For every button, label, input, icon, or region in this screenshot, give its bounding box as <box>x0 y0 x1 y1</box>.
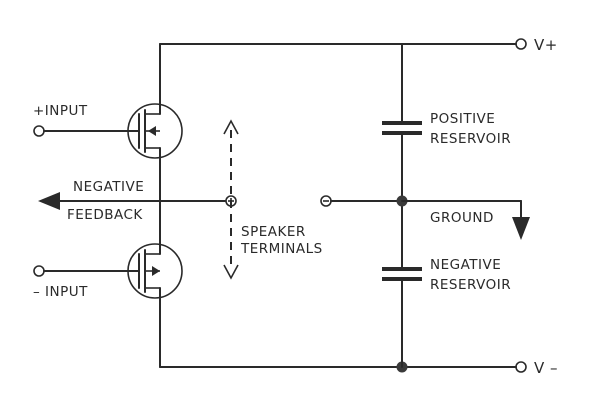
negative-reservoir-top-label: NEGATIVE <box>430 257 501 273</box>
bottom-rail: V – <box>159 359 558 377</box>
vminus-label: V – <box>534 359 558 377</box>
speaker-label: SPEAKER <box>241 224 306 240</box>
negative-feedback: NEGATIVE FEEDBACK <box>38 179 226 223</box>
speaker-up-arrow-icon <box>223 119 239 135</box>
ground-label: GROUND <box>430 210 494 226</box>
negative-reservoir-label: RESERVOIR <box>430 277 511 293</box>
positive-reservoir-label: RESERVOIR <box>430 131 511 147</box>
positive-label: POSITIVE <box>430 111 495 127</box>
top-rail: V+ <box>159 36 558 54</box>
vplus-terminal <box>515 38 527 50</box>
minus-input-terminal <box>33 265 45 277</box>
plus-input-label: +INPUT <box>33 103 88 119</box>
minus-input-label: – INPUT <box>33 284 88 300</box>
upper-mosfet-arrow <box>148 126 156 136</box>
speaker-down-arrow-icon <box>223 264 239 280</box>
lower-mosfet-arrow <box>152 266 160 276</box>
vplus-label: V+ <box>534 36 558 54</box>
terminals-label: TERMINALS <box>240 241 323 257</box>
vminus-terminal <box>515 361 527 373</box>
negative-label: NEGATIVE <box>73 179 144 195</box>
upper-mosfet: +INPUT <box>33 101 183 163</box>
lower-mosfet: – INPUT <box>33 243 183 301</box>
feedback-label: FEEDBACK <box>67 207 143 223</box>
speaker-terminals: SPEAKER TERMINALS <box>223 119 403 280</box>
plus-input-terminal <box>33 125 45 137</box>
speaker-plus-terminal <box>225 195 237 207</box>
ground: GROUND <box>396 195 530 240</box>
ground-icon <box>512 217 530 240</box>
feedback-arrow-icon <box>38 192 60 210</box>
